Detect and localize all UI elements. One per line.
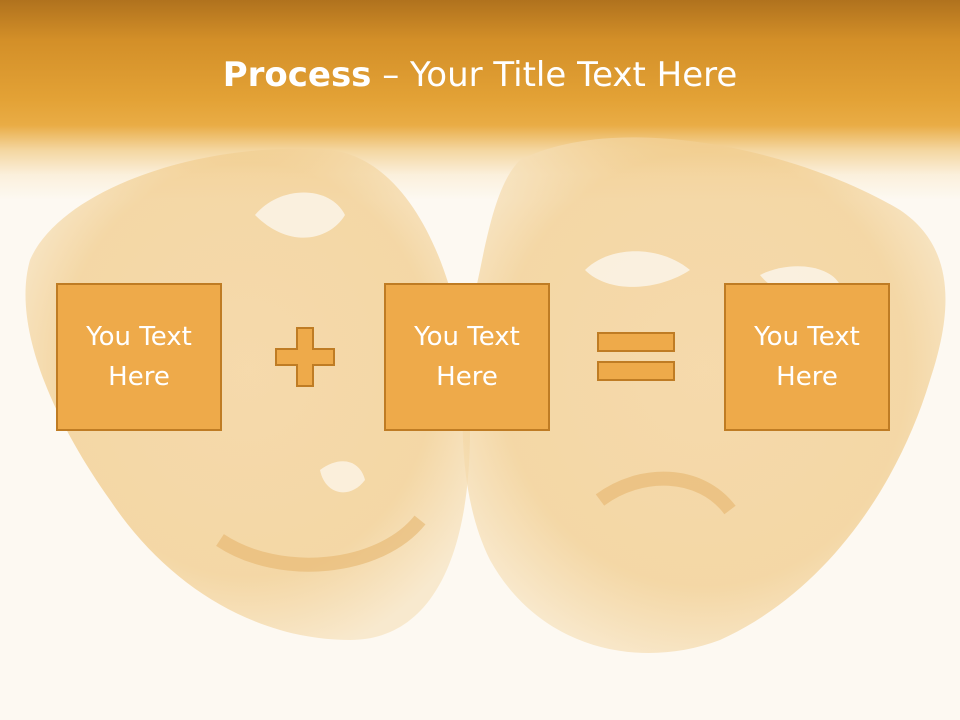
- process-box-1[interactable]: You Text Here: [56, 283, 222, 431]
- process-box-2[interactable]: You Text Here: [384, 283, 550, 431]
- equals-icon: [597, 332, 675, 381]
- plus-icon: [275, 327, 335, 387]
- process-box-2-text: You Text Here: [414, 322, 520, 392]
- process-box-1-text: You Text Here: [86, 322, 192, 392]
- title-rest: – Your Title Text Here: [371, 55, 738, 95]
- process-box-3-text: You Text Here: [754, 322, 860, 392]
- title-bold: Process: [222, 55, 372, 95]
- slide-title: Process – Your Title Text Here: [0, 50, 960, 100]
- process-box-3[interactable]: You Text Here: [724, 283, 890, 431]
